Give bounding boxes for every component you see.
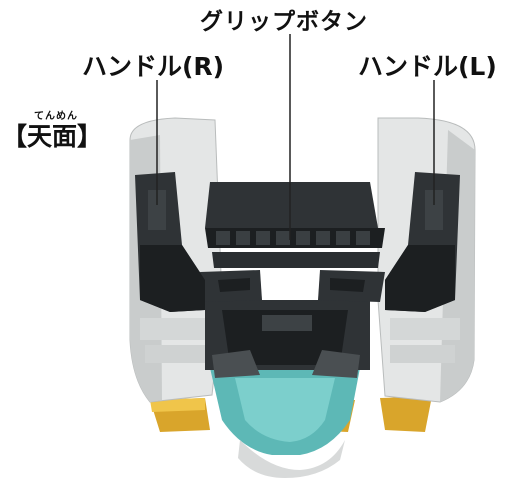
- top-view-label: 【天面】: [2, 122, 103, 151]
- handle-left-label: ハンドル(L): [358, 52, 497, 81]
- grip-button-label: グリップボタン: [200, 9, 368, 35]
- handle-right-part: [135, 172, 205, 312]
- connector-arms: [200, 270, 385, 302]
- center-dark-body: [205, 300, 370, 378]
- leader-lines: [156, 34, 435, 240]
- teal-nose: [210, 368, 360, 478]
- grip-bar: [205, 182, 385, 268]
- top-view-ruby: てんめん: [34, 111, 78, 122]
- handle-left-part: [385, 172, 460, 312]
- handle-right-label: ハンドル(R): [82, 52, 225, 81]
